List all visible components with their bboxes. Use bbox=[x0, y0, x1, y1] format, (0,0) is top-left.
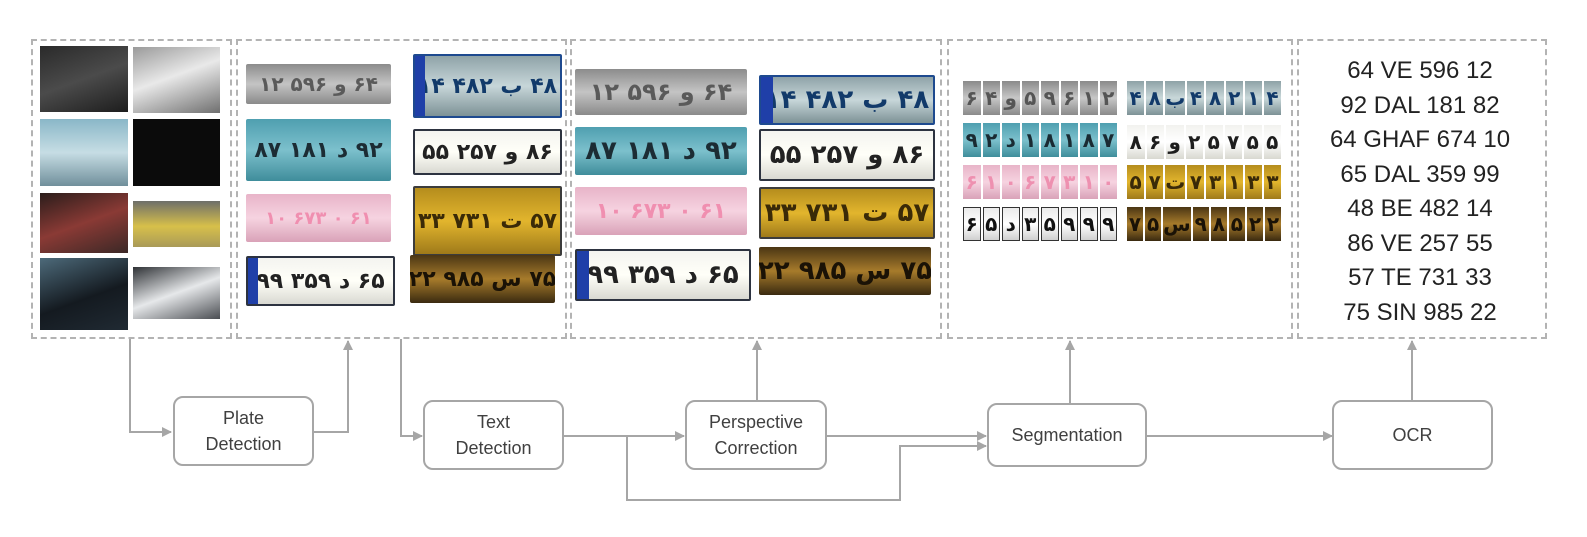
segmentation-node: Segmentation bbox=[987, 403, 1147, 467]
corrected-plate-8: ۷۵ س ۹۸۵ ۲۲ bbox=[759, 247, 931, 295]
plate-1: ۶۴ و ۵۹۶ ۱۲ bbox=[246, 64, 391, 104]
car-image-6 bbox=[133, 201, 220, 247]
corrected-plate-3: ۹۲ د ۱۸۱ ۸۷ bbox=[575, 127, 747, 175]
ocr-node: OCR bbox=[1332, 400, 1493, 470]
arrow-text-detection-bypass-to-segmentation bbox=[626, 436, 987, 501]
plate-7: ۶۵ د ۳۵۹ ۹۹ bbox=[246, 256, 395, 306]
plate-8: ۷۵ س ۹۸۵ ۲۲ bbox=[410, 255, 555, 303]
ocr-result-8: 75 SIN 985 22 bbox=[1343, 298, 1497, 326]
ocr-result-4: 65 DAL 359 99 bbox=[1340, 160, 1500, 188]
corrected-plate-4: ۸۶ و ۲۵۷ ۵۵ bbox=[759, 129, 935, 181]
ocr-results-list: 64 VE 596 12 92 DAL 181 82 64 GHAF 674 1… bbox=[1302, 54, 1538, 330]
arrow-plates-to-text-detection bbox=[400, 339, 423, 441]
detected-plates-panel: ۶۴ و ۵۹۶ ۱۲ ۴۸ ب ۴۸۲ ۱۴ ۹۲ د ۱۸۱ ۸۷ ۸۶ و… bbox=[236, 39, 567, 339]
plate-2: ۴۸ ب ۴۸۲ ۱۴ bbox=[413, 54, 562, 118]
plate-4: ۸۶ و ۲۵۷ ۵۵ bbox=[413, 129, 562, 175]
corrected-plates-panel: ۶۴ و ۵۹۶ ۱۲ ۴۸ ب ۴۸۲ ۱۴ ۹۲ د ۱۸۱ ۸۷ ۸۶ و… bbox=[570, 39, 942, 339]
arrow-images-to-plate-detection bbox=[129, 339, 172, 437]
ocr-result-1: 64 VE 596 12 bbox=[1347, 57, 1493, 84]
ocr-results-panel bbox=[1297, 39, 1547, 339]
corrected-plate-6: ۵۷ ت ۷۳۱ ۳۳ bbox=[759, 187, 935, 239]
car-image-3 bbox=[40, 119, 128, 186]
plate-6: ۵۷ ت ۷۳۱ ۳۳ bbox=[413, 186, 562, 256]
car-image-2 bbox=[133, 47, 220, 113]
car-image-1 bbox=[40, 46, 128, 112]
car-image-8 bbox=[133, 267, 220, 319]
corrected-plate-2: ۴۸ ب ۴۸۲ ۱۴ bbox=[759, 75, 935, 125]
car-image-5 bbox=[40, 193, 128, 253]
ocr-result-2: 92 DAL 181 82 bbox=[1340, 91, 1500, 119]
ocr-result-6: 86 VE 257 55 bbox=[1347, 229, 1493, 257]
plate-5: ۶۱ ۰ ۶۷۳ ۱۰ bbox=[246, 194, 391, 242]
ocr-result-5: 48 BE 482 14 bbox=[1347, 195, 1493, 222]
car-image-7 bbox=[40, 258, 128, 330]
arrow-plate-detection-to-plates bbox=[314, 340, 353, 433]
ocr-result-7: 57 TE 731 33 bbox=[1348, 264, 1492, 291]
vehicle-images-panel bbox=[31, 39, 232, 339]
car-image-4 bbox=[133, 119, 220, 186]
corrected-plate-5: ۶۱ ۰ ۶۷۳ ۱۰ bbox=[575, 187, 747, 235]
corrected-plate-1: ۶۴ و ۵۹۶ ۱۲ bbox=[575, 69, 747, 115]
plate-3: ۹۲ د ۱۸۱ ۸۷ bbox=[246, 119, 391, 181]
corrected-plate-7: ۶۵ د ۳۵۹ ۹۹ bbox=[575, 249, 751, 301]
ocr-result-3: 64 GHAF 674 10 bbox=[1329, 126, 1511, 153]
